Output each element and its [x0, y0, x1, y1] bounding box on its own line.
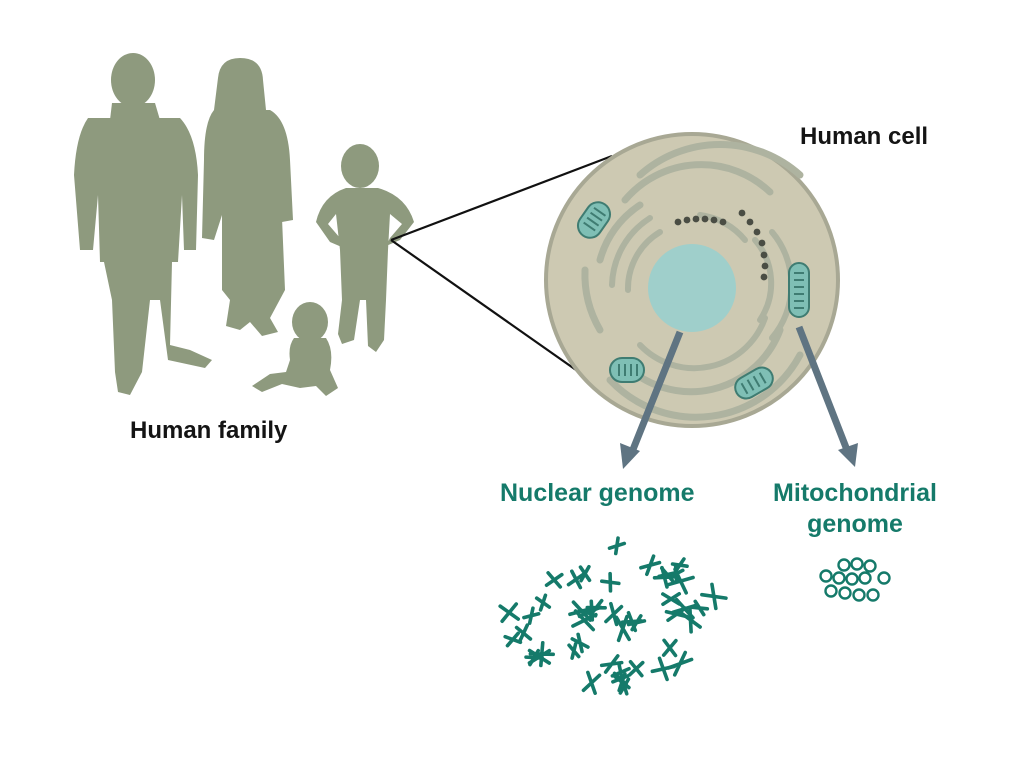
chromosome	[639, 554, 662, 577]
chromosome-arms	[607, 536, 627, 556]
zoom-lines	[390, 154, 613, 385]
chromosome	[503, 631, 523, 648]
arrow-to-mito-genome	[795, 325, 851, 452]
chromosome-arms	[700, 582, 728, 611]
chromosome	[607, 536, 627, 556]
arrow-to-nuclear-genome-head	[620, 443, 640, 469]
chromosome-arms	[614, 614, 631, 643]
chromosome-arms	[570, 632, 590, 654]
chromosome-arms	[627, 660, 645, 678]
chromosome	[614, 614, 631, 643]
human-family-illustration	[74, 53, 414, 396]
chromosome-arms	[534, 593, 552, 612]
label-human-cell: Human cell	[800, 123, 929, 150]
arrow-to-mito-genome-head	[838, 443, 858, 467]
chromosome	[522, 606, 541, 625]
nucleus	[648, 244, 736, 332]
chromosome	[566, 569, 586, 590]
human-cell	[544, 132, 840, 428]
label-mitochondrial-genome: Mitochondrial genome	[760, 478, 950, 540]
chromosome	[650, 656, 677, 682]
chromosome-arms	[498, 602, 521, 623]
chromosome-arms	[689, 599, 710, 617]
boy-silhouette	[316, 144, 414, 352]
chromosome-arms	[581, 670, 602, 695]
chromosome	[544, 571, 564, 589]
chromosome	[627, 660, 645, 678]
nuclear-genome-chromosomes	[498, 536, 728, 696]
mitochondrial-genome-circles	[819, 557, 891, 602]
chromosome-arms	[599, 654, 624, 674]
chromosome	[599, 571, 621, 593]
chromosome-arms	[522, 606, 541, 625]
chromosome-arms	[613, 671, 631, 693]
chromosome	[514, 623, 533, 644]
chromosome-arms	[666, 650, 694, 677]
chromosome-arms	[639, 554, 662, 577]
man-silhouette	[74, 53, 212, 395]
chromosome	[524, 648, 544, 667]
chromosome	[581, 599, 603, 622]
baby-silhouette	[252, 302, 338, 396]
label-nuclear-genome: Nuclear genome	[500, 479, 695, 507]
chromosome	[581, 670, 602, 695]
chromosome-arms	[566, 569, 586, 590]
chromosome	[599, 654, 624, 674]
label-human-family: Human family	[130, 417, 288, 444]
chromosome	[570, 632, 590, 654]
chromosome	[689, 599, 710, 617]
chromosome	[700, 582, 728, 611]
chromosome	[604, 601, 624, 627]
chromosome	[498, 602, 521, 623]
mitochondria	[576, 201, 810, 400]
chromosome	[567, 641, 581, 660]
chromosome-arms	[524, 648, 544, 667]
chromosome-arms	[679, 606, 702, 634]
chromosome	[613, 671, 631, 693]
woman-silhouette	[202, 58, 293, 336]
chromosome-arms	[567, 641, 581, 660]
chromosome	[666, 650, 694, 677]
chromosome	[534, 593, 552, 612]
arrow-to-nuclear-genome	[628, 330, 684, 454]
chromosome	[661, 638, 678, 658]
chromosome-arms	[661, 591, 682, 607]
label-mitochondrial-genome-line1: Mitochondrial	[773, 479, 937, 507]
chromosome-arms	[599, 571, 621, 593]
chromosome-arms	[581, 599, 603, 622]
ribosomes	[674, 209, 769, 281]
chromosome-arms	[604, 601, 624, 627]
chromosome-arms	[661, 638, 678, 658]
endoplasmic-reticulum	[581, 140, 804, 421]
genome-arrows	[620, 325, 858, 469]
chromosome-arms	[514, 623, 533, 644]
chromosome-arms	[667, 564, 685, 584]
chromosome-arms	[626, 614, 647, 632]
chromosome-arms	[503, 631, 523, 648]
chromosome-arms	[650, 656, 677, 682]
chromosome	[626, 614, 647, 632]
chromosome	[679, 606, 702, 634]
chromosome	[661, 591, 682, 607]
chromosome	[667, 564, 685, 584]
label-mitochondrial-genome-line2: genome	[807, 510, 903, 538]
chromosome-arms	[544, 571, 564, 589]
